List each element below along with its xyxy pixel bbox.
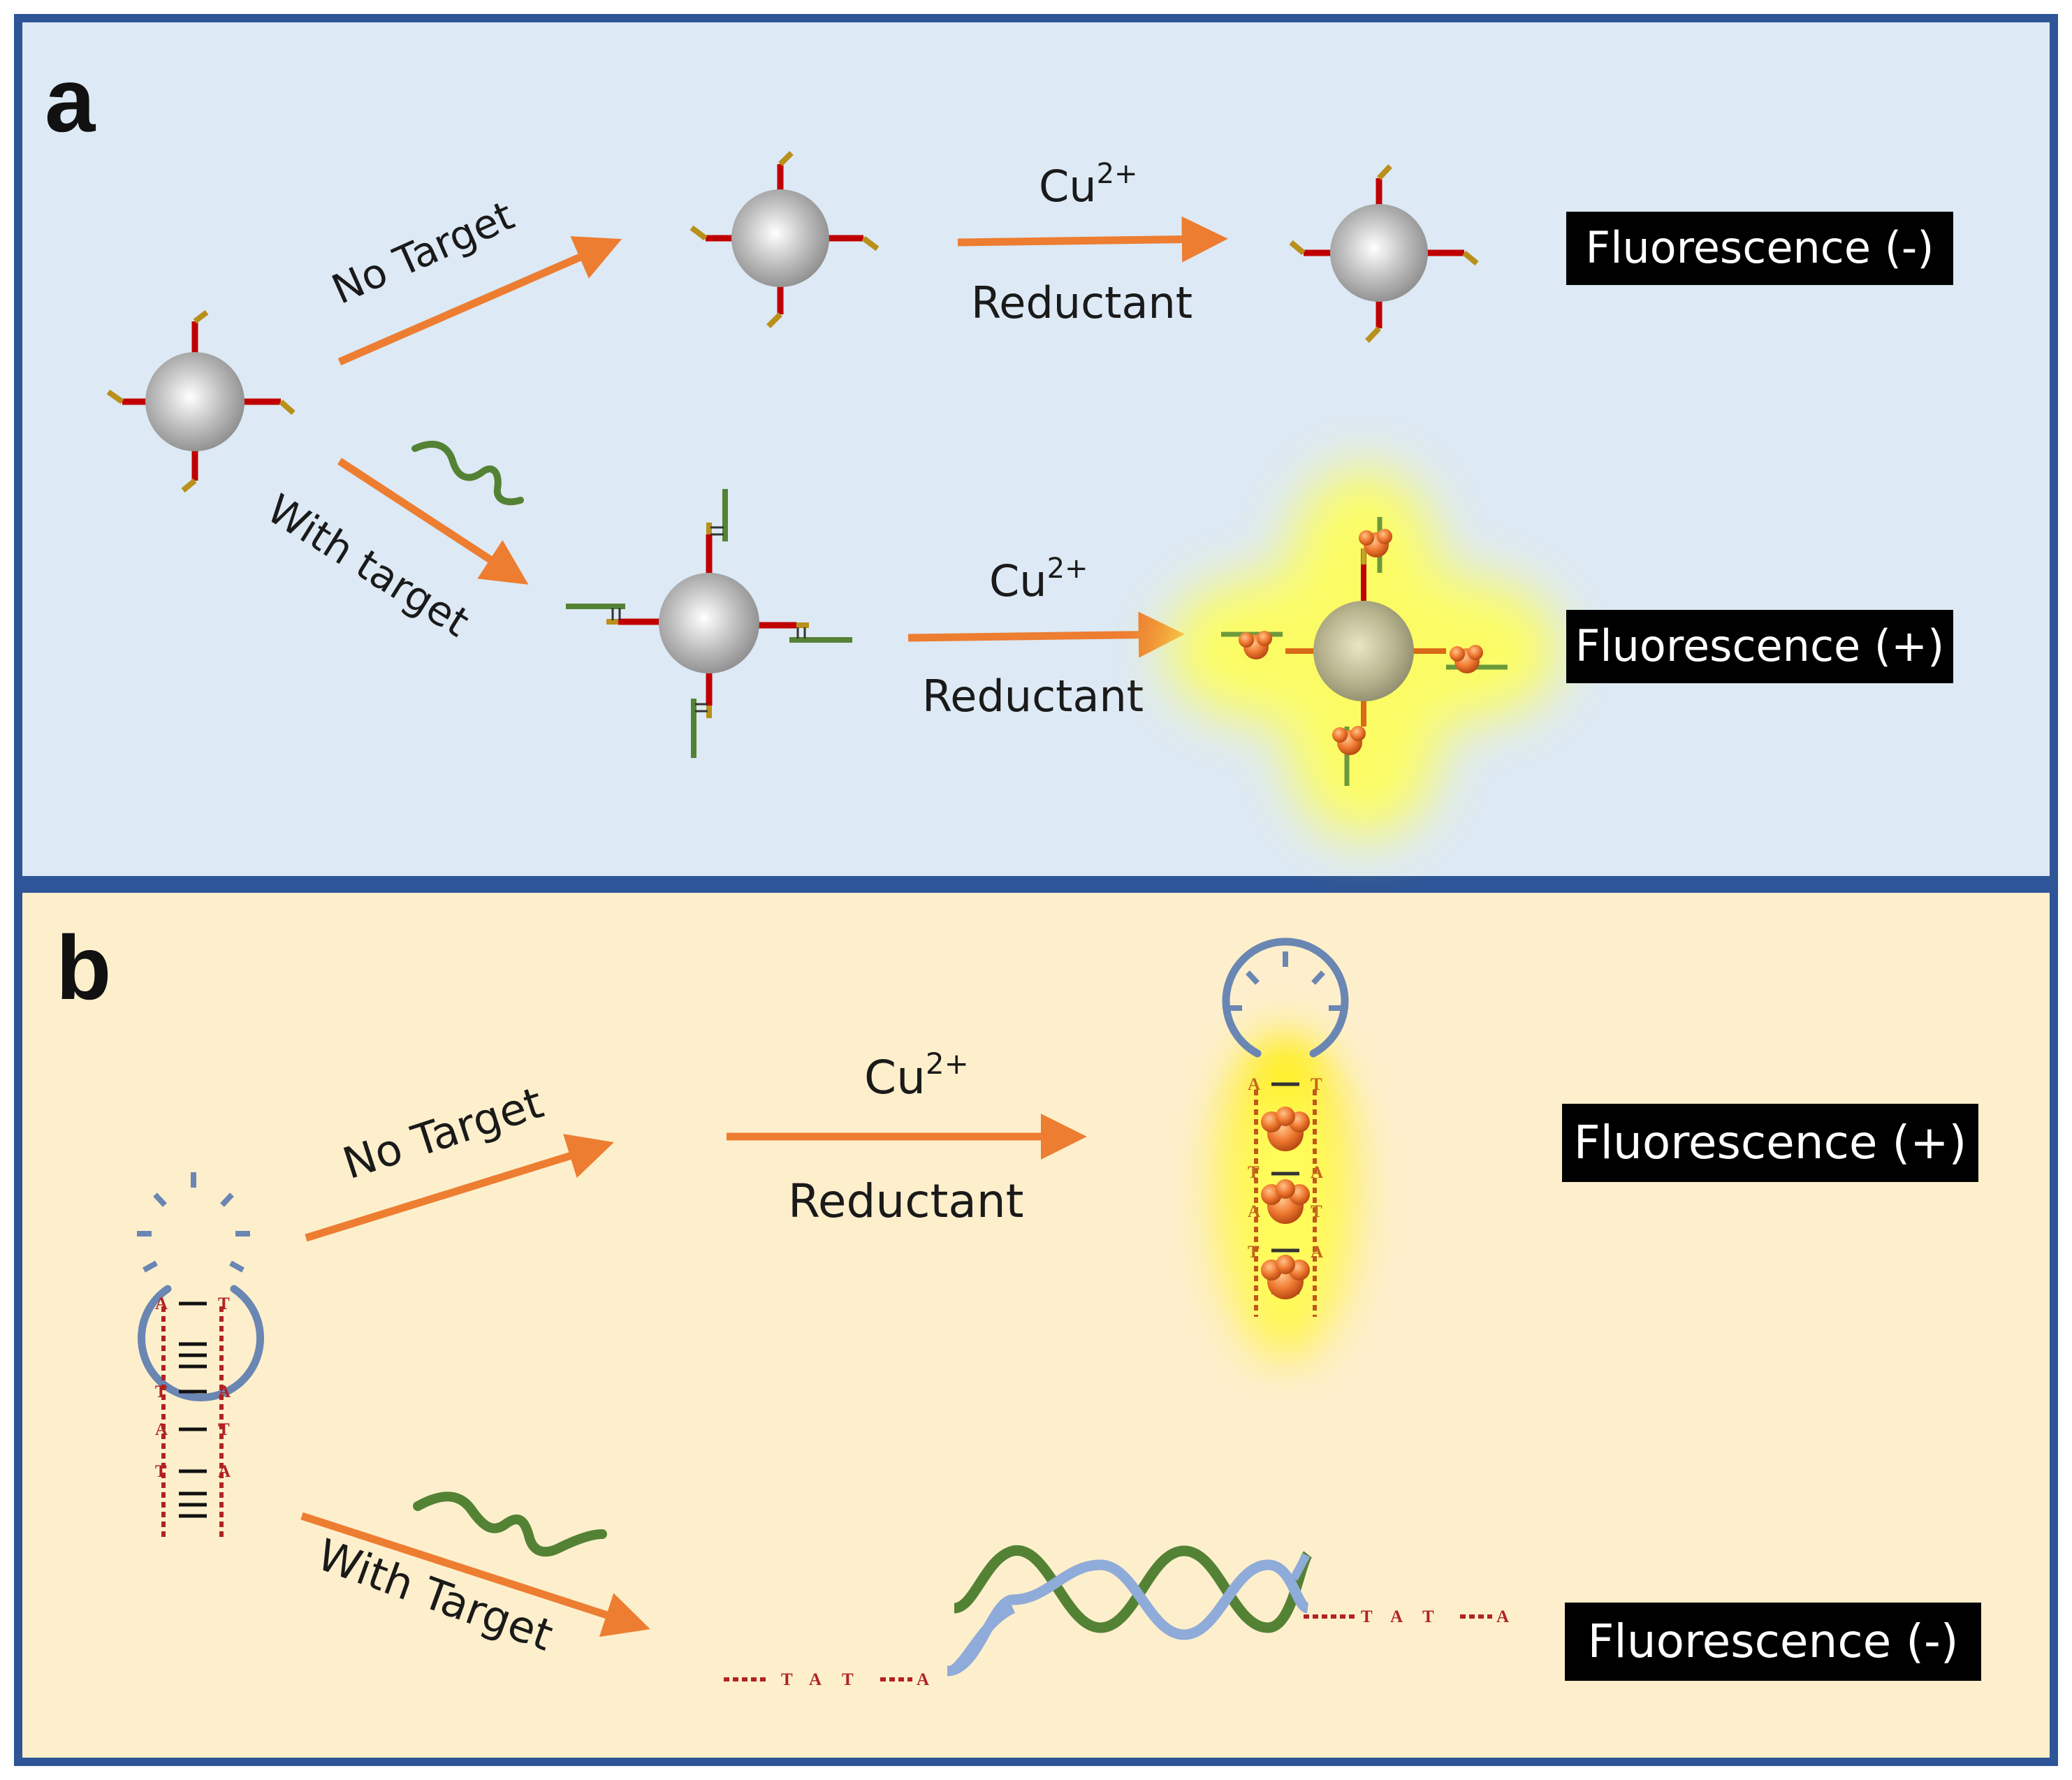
reductant-label-b: Reductant bbox=[788, 1174, 1024, 1228]
arrow-bottom-reaction-a bbox=[907, 611, 1185, 658]
hairpin-probe: A T T A A T T A bbox=[137, 1172, 264, 1537]
product-base-labels: A T T A A T T A bbox=[1248, 1075, 1323, 1262]
fluorescence-positive-badge-a: Fluorescence (+) bbox=[1566, 610, 1953, 683]
helix-end-right bbox=[1290, 1553, 1311, 1581]
target-dna-strand-a bbox=[411, 441, 524, 506]
product-base: T bbox=[1311, 1075, 1322, 1094]
hairpin-base: A bbox=[155, 1294, 168, 1313]
duplex-helix bbox=[946, 1545, 1313, 1677]
product-base: T bbox=[1311, 1202, 1322, 1221]
tail-base: A bbox=[809, 1670, 822, 1689]
tail-base: A bbox=[917, 1670, 929, 1689]
cu-charge: 2+ bbox=[1097, 158, 1138, 190]
tail-base: A bbox=[1390, 1607, 1403, 1626]
particle-final-no-target bbox=[1289, 164, 1479, 343]
hairpin-base-labels: A T T A A T T A bbox=[155, 1294, 231, 1481]
hairpin-base: A bbox=[155, 1420, 168, 1439]
hairpin-loop-product bbox=[1222, 938, 1349, 1058]
blue-strand bbox=[946, 1559, 1310, 1677]
cu-nanocluster bbox=[1359, 529, 1392, 557]
fluorescent-hairpin-with-cu-clusters: A T T A A T T A bbox=[1219, 938, 1352, 1355]
hairpin-base: T bbox=[218, 1420, 230, 1439]
svg-text:Fluorescence (+): Fluorescence (+) bbox=[1574, 1116, 1967, 1169]
cu-charge: 2+ bbox=[926, 1046, 969, 1081]
svg-text:Fluorescence (+): Fluorescence (+) bbox=[1575, 620, 1944, 671]
hairpin-loop bbox=[138, 1285, 264, 1401]
hairpin-base: A bbox=[218, 1383, 231, 1401]
panel-a-letter: a bbox=[45, 49, 96, 151]
arrow-no-target-a bbox=[337, 236, 622, 366]
fluorescent-particle-with-cu-clusters bbox=[1167, 468, 1561, 838]
hairpin-base: T bbox=[218, 1294, 230, 1313]
cu-symbol: Cu bbox=[864, 1051, 926, 1104]
reductant-label-top-a: Reductant bbox=[971, 277, 1192, 328]
start-nanoparticle bbox=[106, 309, 296, 493]
particle-hybridized-target bbox=[566, 489, 852, 758]
cu-nanocluster bbox=[1261, 1107, 1310, 1151]
arrow-no-target-b bbox=[305, 1134, 614, 1242]
cu-nanocluster bbox=[1450, 645, 1483, 673]
panel-a-background bbox=[14, 14, 2058, 884]
tail-base: T bbox=[1422, 1607, 1434, 1626]
fluorescence-negative-badge-b: Fluorescence (-) bbox=[1565, 1603, 1981, 1681]
tail-base: T bbox=[1361, 1607, 1373, 1626]
cu-nanocluster bbox=[1239, 631, 1272, 659]
right-dangling-tail: T A T A bbox=[1304, 1607, 1509, 1626]
arrow-top-reaction-a bbox=[957, 216, 1228, 263]
reductant-label-bottom-a: Reductant bbox=[922, 671, 1144, 722]
target-dna-strand-b bbox=[413, 1491, 607, 1557]
product-base: A bbox=[1248, 1075, 1260, 1094]
product-base: A bbox=[1248, 1202, 1260, 1221]
hairpin-base: T bbox=[155, 1462, 167, 1481]
cu-ion-label-b: Cu2+ bbox=[864, 1046, 969, 1104]
cu-nanocluster bbox=[1261, 1179, 1310, 1224]
hairpin-base: A bbox=[218, 1462, 231, 1481]
product-base: T bbox=[1248, 1163, 1260, 1182]
cu-ion-label-top-a: Cu2+ bbox=[1039, 158, 1138, 212]
panel-b-letter: b bbox=[56, 917, 111, 1019]
fluorescence-negative-badge-a: Fluorescence (-) bbox=[1566, 212, 1953, 285]
cu-nanocluster bbox=[1261, 1255, 1310, 1299]
particle-no-target bbox=[690, 151, 880, 328]
left-dangling-tail: T A T A bbox=[724, 1670, 929, 1689]
arrow-with-target-b bbox=[300, 1512, 650, 1637]
cu-ion-label-bottom-a: Cu2+ bbox=[989, 553, 1088, 606]
blue-strand-crossings bbox=[950, 1603, 1016, 1674]
arrow-with-target-a bbox=[337, 458, 529, 585]
product-base: A bbox=[1311, 1243, 1323, 1262]
cu-nanocluster bbox=[1332, 726, 1366, 755]
tail-base: T bbox=[842, 1670, 854, 1689]
svg-text:Fluorescence (-): Fluorescence (-) bbox=[1587, 1614, 1958, 1668]
cu-symbol: Cu bbox=[1039, 161, 1097, 212]
cu-symbol: Cu bbox=[989, 555, 1047, 606]
cu-charge: 2+ bbox=[1047, 553, 1088, 585]
tail-base: T bbox=[781, 1670, 793, 1689]
product-base: A bbox=[1311, 1163, 1323, 1182]
green-strand bbox=[953, 1545, 1313, 1633]
hairpin-base: T bbox=[155, 1383, 167, 1401]
tail-base: A bbox=[1496, 1607, 1509, 1626]
svg-text:Fluorescence (-): Fluorescence (-) bbox=[1586, 222, 1934, 273]
product-base: T bbox=[1248, 1243, 1260, 1262]
fluorescence-positive-badge-b: Fluorescence (+) bbox=[1562, 1104, 1978, 1182]
